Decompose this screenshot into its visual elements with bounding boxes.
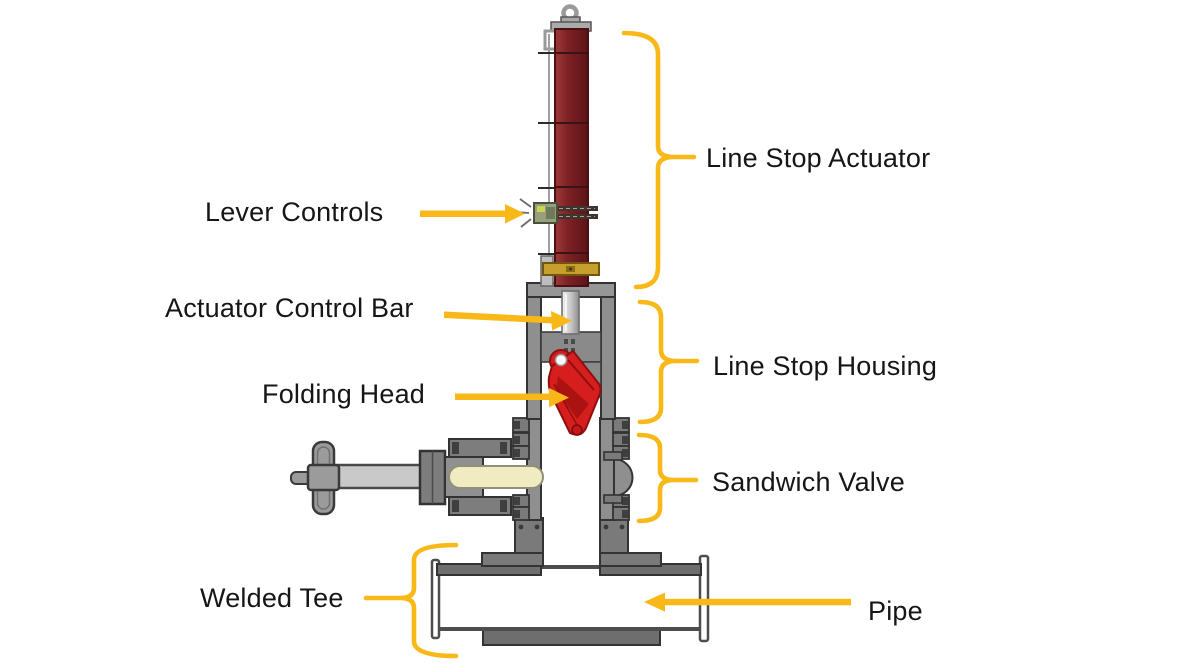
pivot-hole [554, 353, 568, 367]
welded-tee-brace [363, 542, 459, 659]
lever-controls-arrow [420, 204, 525, 224]
tee-foot-left [481, 552, 544, 567]
label-folding-head: Folding Head [262, 379, 426, 409]
valve-bottom-flange [448, 496, 512, 516]
tee-foot-right [599, 552, 662, 567]
control-bar-arrow [444, 311, 572, 331]
pipe-arrow [644, 592, 851, 612]
label-welded-tee: Welded Tee [200, 583, 344, 613]
tee-bottom-plate [482, 629, 661, 646]
label-pipe: Pipe [868, 596, 923, 626]
actuator-cylinder [554, 28, 589, 287]
actuator-control-bar [561, 290, 580, 335]
gate-valve-assembly [290, 438, 544, 516]
handwheel-hub [306, 463, 341, 492]
label-actuator-control-bar: Actuator Control Bar [165, 293, 414, 323]
label-lever-controls: Lever Controls [205, 197, 384, 227]
housing-brace [637, 299, 700, 425]
sandwich-valve [512, 417, 634, 521]
folding-head-arrow [455, 388, 569, 408]
folding-head [547, 349, 602, 436]
valve-top-flange [448, 438, 512, 458]
valve-stem [336, 463, 424, 490]
actuator-brace [621, 30, 697, 290]
housing-wall-right [600, 283, 616, 420]
gate-slide-bar [448, 465, 544, 489]
valve-bonnet-bulge [613, 457, 634, 498]
line-stop-actuator [515, 4, 600, 287]
actuator-top-hook [543, 29, 556, 51]
pipe-left-end [430, 558, 441, 640]
pipe-right-end [698, 554, 710, 643]
sandwich-valve-brace [636, 432, 699, 524]
lever-controls-unit [515, 198, 558, 228]
welded-tee [430, 517, 710, 646]
label-line-stop-housing: Line Stop Housing [713, 351, 938, 381]
mounting-bar [542, 262, 600, 276]
label-line-stop-actuator: Line Stop Actuator [706, 143, 931, 173]
label-sandwich-valve: Sandwich Valve [712, 467, 905, 497]
